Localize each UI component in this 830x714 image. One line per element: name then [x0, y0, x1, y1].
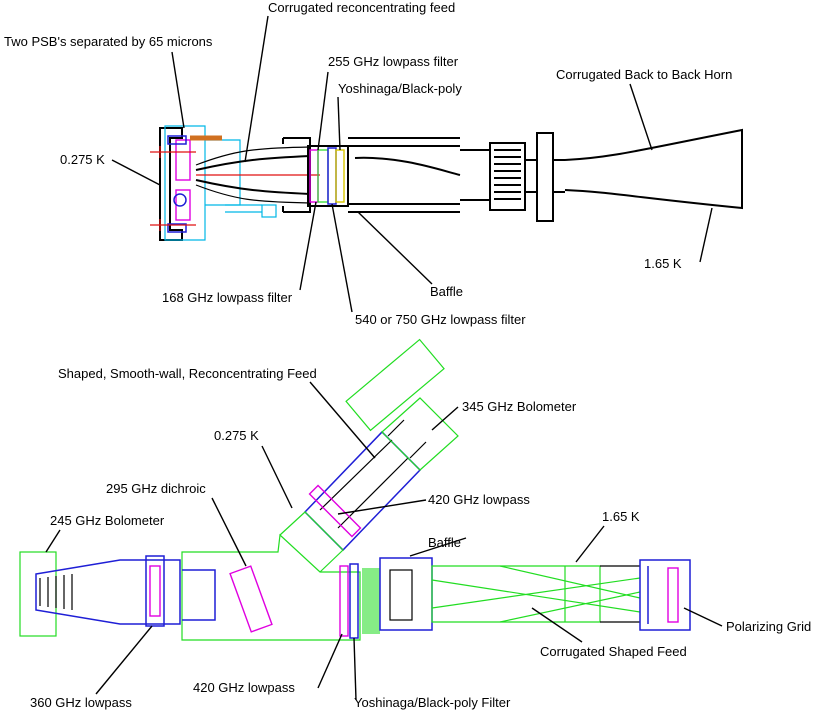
- leader-baffle-top: [357, 211, 433, 285]
- baffle-inner: [389, 569, 413, 621]
- leader-345ghz: [431, 406, 459, 431]
- leader-warm-top: [699, 207, 713, 263]
- leader-168ghz: [299, 201, 317, 291]
- label-360ghz-lowpass: 360 GHz lowpass: [30, 695, 132, 710]
- filter-255ghz: [317, 149, 329, 203]
- leader-420ghz-bottom: [317, 633, 343, 689]
- leader-255ghz: [317, 71, 329, 151]
- label-corrugated-reconcentrating-feed: Corrugated reconcentrating feed: [268, 0, 455, 15]
- top-labels: Corrugated reconcentrating feed Two PSB'…: [4, 0, 732, 327]
- box-inner-wall: [182, 569, 216, 621]
- mount-foot: [225, 204, 262, 213]
- leader-cold-top: [111, 159, 161, 186]
- leader-polarizing-grid: [683, 607, 723, 627]
- polarizing-grid: [667, 567, 679, 623]
- leader-psb: [171, 51, 185, 129]
- label-baffle-bottom: Baffle: [428, 535, 461, 550]
- psb-detector-a: [175, 139, 191, 181]
- bottom-leaders: [45, 381, 723, 701]
- leader-baffle-bottom: [409, 537, 467, 557]
- detector-clamp-b: [167, 223, 187, 233]
- leader-cold-bottom: [261, 445, 293, 509]
- detector-clamp-a: [167, 135, 187, 145]
- label-245ghz-bolometer: 245 GHz Bolometer: [50, 513, 165, 528]
- label-back-to-back-horn: Corrugated Back to Back Horn: [556, 67, 732, 82]
- mount-tab: [261, 204, 277, 218]
- filter-168ghz: [309, 149, 319, 203]
- leader-360ghz: [95, 625, 153, 695]
- label-540ghz-filter: 540 or 750 GHz lowpass filter: [355, 312, 526, 327]
- dichroic-295ghz: [229, 565, 273, 633]
- leader-horn: [629, 83, 653, 151]
- psb-housing: [159, 127, 183, 241]
- label-yoshinaga: Yoshinaga/Black-poly: [338, 81, 462, 96]
- label-baffle-top: Baffle: [430, 284, 463, 299]
- label-corrugated-shaped-feed: Corrugated Shaped Feed: [540, 644, 687, 659]
- shaped-feed-cone: [319, 419, 427, 529]
- label-255ghz-filter: 255 GHz lowpass filter: [328, 54, 459, 69]
- leader-yoshinaga-bottom: [353, 637, 357, 701]
- leader-dichroic: [211, 497, 247, 567]
- detector-screw-a: [173, 193, 187, 207]
- label-shaped-feed: Shaped, Smooth-wall, Reconcentrating Fee…: [58, 366, 317, 381]
- joint-neck: [460, 149, 565, 201]
- bottom-assembly: [19, 338, 691, 641]
- filter-stack-green: [362, 568, 380, 634]
- feed-box-outline: [279, 511, 344, 573]
- bottom-labels: Shaped, Smooth-wall, Reconcentrating Fee…: [30, 366, 811, 710]
- polarizing-grid-holder: [639, 559, 691, 631]
- yoshinaga-filter-bottom: [349, 563, 359, 639]
- leader-shaped-feed: [309, 381, 376, 459]
- baffle-bottom: [379, 557, 433, 631]
- leader-540ghz: [331, 203, 353, 313]
- feed-inner-lower: [195, 179, 311, 195]
- beam-rays: [431, 565, 641, 623]
- label-polarizing-grid: Polarizing Grid: [726, 619, 811, 634]
- filter-420ghz-bottom: [339, 565, 349, 637]
- label-warm-stage-bottom: 1.65 K: [602, 509, 640, 524]
- filter-360ghz-holder: [145, 555, 165, 627]
- label-two-psbs: Two PSB's separated by 65 microns: [4, 34, 213, 49]
- bolometer-245ghz: [19, 551, 57, 637]
- label-168ghz-filter: 168 GHz lowpass filter: [162, 290, 293, 305]
- filter-420ghz-top: [308, 484, 362, 538]
- baffle-taper: [354, 156, 461, 176]
- label-yoshinaga-bottom: Yoshinaga/Black-poly Filter: [354, 695, 511, 710]
- threaded-coupling: [489, 142, 526, 211]
- filter-540ghz: [327, 147, 337, 205]
- label-warm-stage-top: 1.65 K: [644, 256, 682, 271]
- label-cold-stage-top: 0.275 K: [60, 152, 105, 167]
- top-leaders: [111, 15, 713, 313]
- back-to-back-horn: [564, 128, 743, 210]
- corrugated-shaped-feed: [431, 565, 601, 623]
- shaped-feed-thread: [381, 397, 459, 471]
- feed-245ghz: [35, 559, 181, 625]
- label-cold-stage-bottom: 0.275 K: [214, 428, 259, 443]
- leader-corrugated-shaped-feed: [531, 607, 583, 643]
- filter-360ghz: [149, 565, 161, 617]
- label-420ghz-top: 420 GHz lowpass: [428, 492, 530, 507]
- label-420ghz-bottom: 420 GHz lowpass: [193, 680, 295, 695]
- alignment-mark-b: [150, 219, 196, 231]
- alignment-mark-a: [150, 146, 196, 158]
- bolometer-345ghz: [345, 338, 445, 432]
- shaped-feed-arm: [303, 430, 422, 552]
- filter-housing: [307, 145, 349, 207]
- leader-245ghz: [45, 529, 61, 553]
- reconcentrating-feed-lower: [195, 184, 311, 204]
- top-assembly: [150, 125, 743, 241]
- flange: [536, 132, 554, 222]
- leader-feed: [244, 15, 269, 163]
- yoshinaga-filter: [335, 149, 345, 203]
- feed-245ghz-thread: [39, 574, 73, 610]
- grid-housing: [600, 565, 640, 623]
- leader-420ghz-top: [337, 499, 427, 515]
- feed-inner-upper: [195, 155, 311, 171]
- leader-yoshinaga: [337, 96, 341, 151]
- label-345ghz-bolometer: 345 GHz Bolometer: [462, 399, 577, 414]
- label-295ghz-dichroic: 295 GHz dichroic: [106, 481, 206, 496]
- leader-warm-bottom: [575, 525, 605, 563]
- baffle-tube: [348, 137, 460, 213]
